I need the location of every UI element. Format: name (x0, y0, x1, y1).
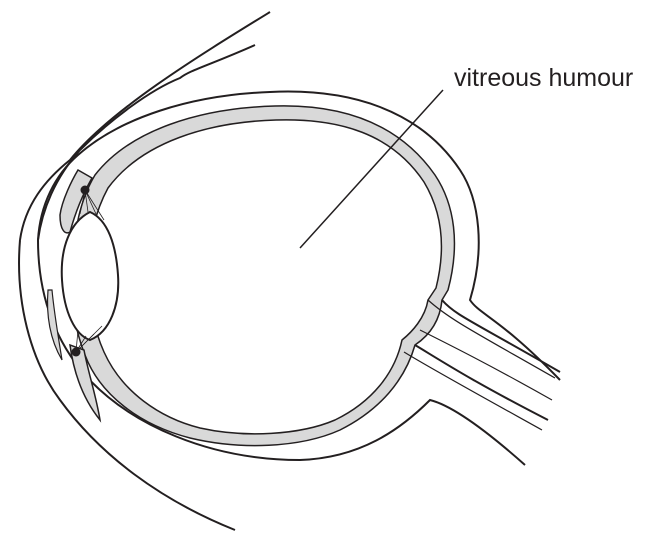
optic-nerve-sheath-lower (404, 352, 542, 430)
optic-nerve-upper (442, 300, 560, 372)
cornea-inner-strip (48, 290, 62, 360)
choroid-layer (72, 106, 455, 446)
optic-nerve-lower (415, 345, 548, 420)
lens (62, 212, 119, 340)
upper-eyelid-outer (20, 12, 270, 240)
ciliary-body-upper-dot (81, 186, 90, 195)
ciliary-body-lower-dot (72, 348, 81, 357)
lower-eyelid-outer (19, 240, 235, 530)
vitreous-humour-label: vitreous humour (454, 64, 633, 92)
